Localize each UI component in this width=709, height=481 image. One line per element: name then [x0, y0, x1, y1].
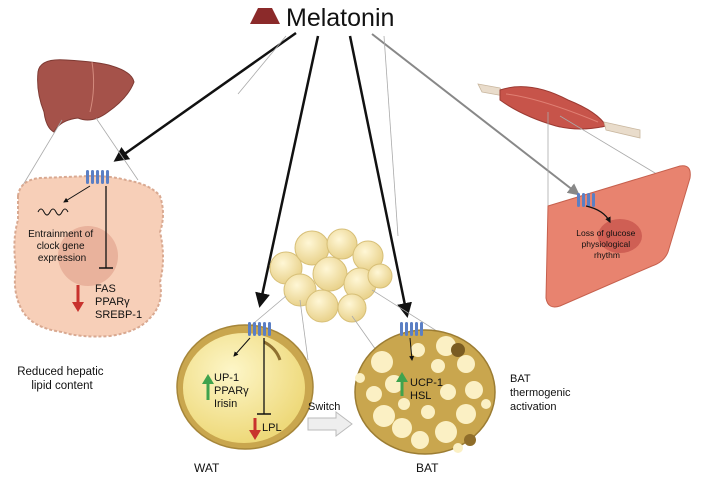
liver-clock-label: Entrainment of clock gene expression	[28, 229, 96, 264]
wat-cell	[176, 324, 314, 450]
wat-label: WAT	[194, 461, 220, 475]
receptor-icon	[86, 170, 109, 184]
wat-down-gene: LPL	[262, 422, 282, 434]
wat-up-genes: UP-1 PPARγ Irisin	[214, 372, 252, 410]
liver-outcome: Reduced hepatic lipid content	[17, 366, 107, 392]
muscle-outcome: Loss of glucose physiological rhythm	[576, 228, 637, 260]
arrow-to-wat	[255, 35, 320, 308]
melatonin-icon	[250, 8, 280, 24]
arrow-to-bat	[348, 35, 412, 318]
receptor-icon	[577, 193, 595, 207]
bat-label: BAT	[416, 461, 439, 475]
bat-up-genes: UCP-1 HSL	[410, 377, 446, 402]
down-arrow-icon	[72, 302, 84, 312]
title-group: Melatonin	[250, 4, 394, 32]
muscle-icon	[477, 83, 641, 139]
down-arrow-icon	[249, 430, 261, 440]
switch-label: Switch	[308, 401, 340, 413]
bat-cell	[354, 329, 496, 455]
clock-wave-icon	[37, 208, 69, 216]
bat-outcome: BAT thermogenic activation	[510, 373, 574, 413]
up-arrow-icon	[396, 372, 408, 382]
page-title: Melatonin	[286, 4, 394, 32]
hepatocyte-cell	[13, 174, 164, 338]
adipocyte-cluster-icon	[269, 228, 393, 323]
receptor-icon	[248, 322, 271, 336]
hepatocyte-nucleus	[58, 226, 118, 286]
receptor-icon	[400, 322, 423, 336]
liver-genes: FAS PPARγ SREBP-1	[95, 283, 142, 321]
liver-icon	[37, 59, 135, 133]
up-arrow-icon	[202, 374, 214, 384]
pathway-arrows	[113, 31, 580, 318]
arrow-to-muscle	[371, 33, 580, 196]
switch-arrow-icon	[307, 411, 353, 437]
arrow-to-liver	[113, 31, 297, 162]
